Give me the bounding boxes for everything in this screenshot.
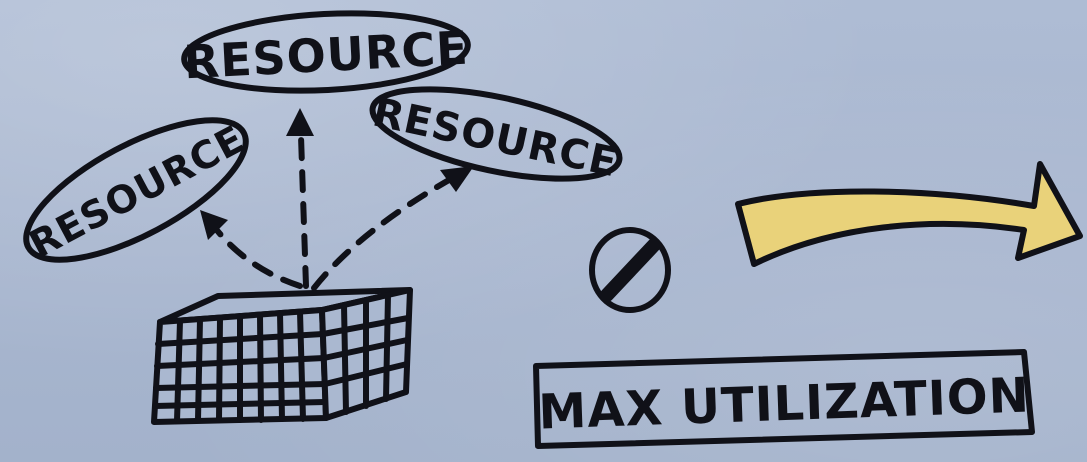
arrowhead-left [200,210,228,240]
arrow-to-top [301,136,306,286]
max-utilization-box: MAX UTILIZATION [536,352,1032,446]
arrow-to-right [314,176,456,288]
prohibited-icon [592,230,668,310]
arrowhead-top [286,108,314,136]
grid-block-icon [154,290,410,422]
resource-node-right: RESOURCE [365,72,627,197]
max-utilization-label: MAX UTILIZATION [538,367,1031,440]
resource-node-top: RESOURCE [182,7,470,98]
connection-arrows [212,136,456,288]
resource-node-left: RESOURCE [7,93,265,287]
arrow-to-left [212,224,300,286]
arrow-body [738,164,1080,264]
curved-arrow-icon [738,164,1080,264]
